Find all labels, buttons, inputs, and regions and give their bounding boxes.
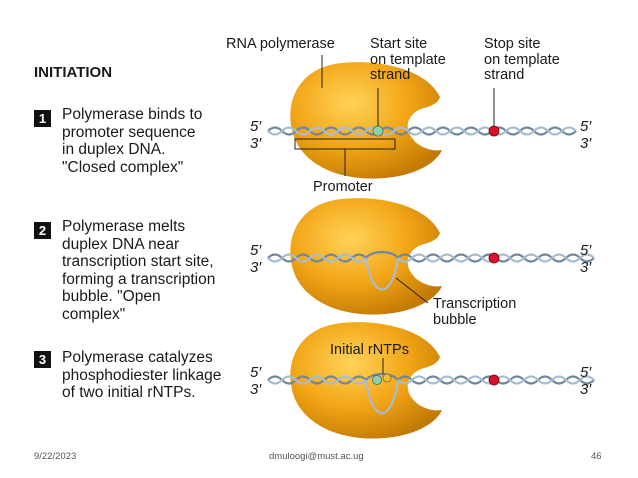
three-prime-right-1: 3′	[580, 135, 592, 152]
three-prime-left-3: 3′	[250, 381, 262, 398]
five-prime-left-2: 5′	[250, 242, 262, 259]
five-prime-right-2: 5′	[580, 242, 592, 259]
step-1-number: 1	[34, 110, 51, 127]
five-prime-right-1: 5′	[580, 118, 592, 135]
stop-site-3	[488, 374, 500, 386]
five-prime-right-3: 5′	[580, 364, 592, 381]
promoter-label: Promoter	[313, 179, 373, 195]
initial-rntp-2	[382, 373, 392, 383]
five-prime-left-3: 5′	[250, 364, 262, 381]
start-site-label: Start site on template strand	[370, 36, 446, 83]
three-prime-left-2: 3′	[250, 259, 262, 276]
footer-date: 9/22/2023	[34, 451, 77, 462]
step-3-number: 3	[34, 351, 51, 368]
footer-email: dmuloogi@must.ac.ug	[269, 451, 364, 462]
footer-page-number: 46	[591, 451, 602, 462]
start-site-1	[372, 125, 384, 137]
three-prime-right-3: 3′	[580, 381, 592, 398]
step-2-number: 2	[34, 222, 51, 239]
stop-site-1	[488, 125, 500, 137]
transcription-bubble-label: Transcription bubble	[433, 296, 517, 328]
stop-site-label: Stop site on template strand	[484, 36, 560, 83]
section-heading: INITIATION	[34, 64, 113, 81]
step-2-diagram	[267, 198, 595, 315]
three-prime-right-2: 3′	[580, 259, 592, 276]
dna-duplex-1	[267, 126, 577, 136]
three-prime-left-1: 3′	[250, 135, 262, 152]
step-3-diagram	[267, 322, 595, 439]
rna-polymerase-label: RNA polymerase	[226, 36, 335, 52]
step-1-text: Polymerase binds to promoter sequence in…	[62, 106, 203, 176]
step-2-text: Polymerase melts duplex DNA near transcr…	[62, 218, 216, 323]
stop-site-2	[488, 252, 500, 264]
step-1-diagram	[267, 55, 577, 179]
initial-rntps-label: Initial rNTPs	[330, 342, 409, 358]
step-3-text: Polymerase catalyzes phosphodiester link…	[62, 349, 222, 401]
five-prime-left-1: 5′	[250, 118, 262, 135]
initial-rntp-1	[372, 375, 382, 385]
